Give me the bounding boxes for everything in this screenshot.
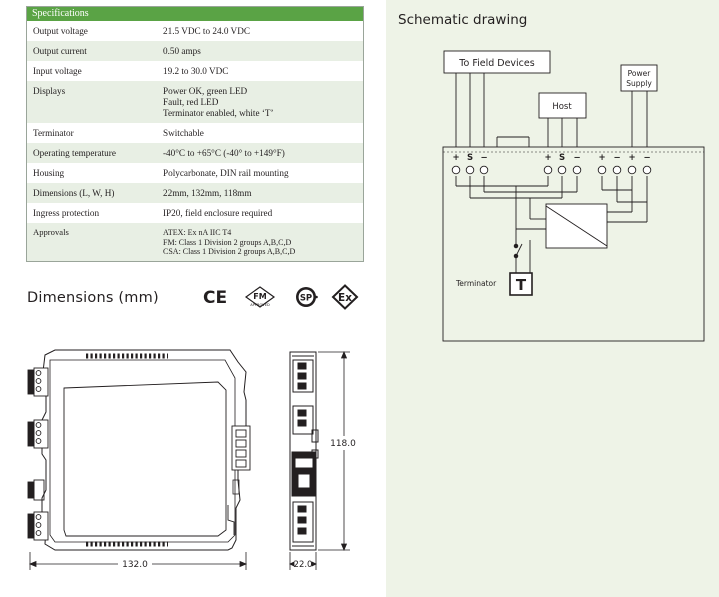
spec-value: 21.5 VDC to 24.0 VDC bbox=[163, 26, 250, 36]
width-dimension-line bbox=[28, 552, 248, 570]
schematic-enclosure bbox=[442, 146, 705, 342]
spec-row: Output voltage 21.5 VDC to 24.0 VDC bbox=[27, 21, 363, 41]
isolator-symbol bbox=[545, 203, 608, 249]
terminal-screw-icon bbox=[612, 165, 622, 175]
fm-approved-icon: FM APPROVED bbox=[243, 286, 277, 308]
terminal-screw-icon bbox=[597, 165, 607, 175]
spec-row: Operating temperature -40°C to +65°C (-40… bbox=[27, 143, 363, 163]
spec-row: Output current 0.50 amps bbox=[27, 41, 363, 61]
left-terminal-block-bottom bbox=[27, 511, 49, 541]
terminal-label: S bbox=[467, 153, 473, 163]
spec-value: 0.50 amps bbox=[163, 46, 201, 56]
terminal-label: + bbox=[598, 153, 605, 163]
end-view-terminals-top bbox=[292, 359, 314, 435]
spec-value: IP20, field enclosure required bbox=[163, 208, 273, 218]
left-terminal-block-middle bbox=[27, 419, 49, 449]
left-small-connector bbox=[27, 479, 45, 501]
terminal-screw-icon bbox=[642, 165, 652, 175]
spec-row: Terminator Switchable bbox=[27, 123, 363, 143]
spec-label: Dimensions (L, W, H) bbox=[33, 188, 115, 198]
terminal-label: − bbox=[643, 153, 650, 163]
terminator-label: Terminator bbox=[455, 279, 497, 288]
csa-mark-icon: SP bbox=[295, 286, 319, 308]
schematic-drawing: To Field Devices Host Power Supply bbox=[442, 50, 705, 342]
terminal-screw-icon bbox=[451, 165, 461, 175]
spec-row: Input voltage 19.2 to 30.0 VDC bbox=[27, 61, 363, 81]
spec-label: Approvals bbox=[33, 227, 69, 237]
module-side-outline bbox=[41, 349, 247, 551]
spec-value: Polycarbonate, DIN rail mounting bbox=[163, 168, 289, 178]
terminal-screw-icon bbox=[627, 165, 637, 175]
ce-mark-icon: CE bbox=[203, 286, 229, 308]
terminal-label: − bbox=[573, 153, 580, 163]
dimensions-drawing: 132.0 bbox=[27, 349, 356, 570]
end-view-terminals-bottom bbox=[292, 501, 314, 543]
terminal-label: + bbox=[628, 153, 635, 163]
ex-mark-icon: Ex bbox=[330, 284, 360, 310]
spec-value: ATEX: Ex nA IIC T4 FM: Class 1 Division … bbox=[163, 228, 296, 256]
schematic-title: Schematic drawing bbox=[398, 12, 528, 28]
terminal-screw-icon bbox=[479, 165, 489, 175]
spec-row: Housing Polycarbonate, DIN rail mounting bbox=[27, 163, 363, 183]
field-devices-label: To Field Devices bbox=[458, 58, 534, 69]
spec-label: Housing bbox=[33, 168, 65, 178]
spec-value: -40°C to +65°C (-40° to +149°F) bbox=[163, 148, 285, 158]
depth-dimension-label: 22.0 bbox=[294, 560, 313, 570]
spec-row: Ingress protection IP20, field enclosure … bbox=[27, 203, 363, 223]
terminator-box-icon bbox=[509, 272, 533, 296]
height-dimension-label: 118.0 bbox=[330, 439, 356, 449]
width-dimension-label: 132.0 bbox=[122, 560, 148, 570]
csa-text: SP bbox=[300, 294, 312, 304]
fm-text: FM bbox=[253, 292, 266, 301]
power-supply-box bbox=[620, 64, 658, 92]
spec-row: Dimensions (L, W, H) 22mm, 132mm, 118mm bbox=[27, 183, 363, 203]
spec-label: Output voltage bbox=[33, 26, 88, 36]
right-connector bbox=[231, 425, 251, 471]
spec-label: Displays bbox=[33, 86, 66, 96]
host-label: Host bbox=[552, 102, 572, 112]
specifications-table: Specifications Output voltage 21.5 VDC to… bbox=[26, 6, 364, 262]
field-devices-box bbox=[443, 50, 551, 74]
ce-mark-text: CE bbox=[203, 288, 227, 307]
fm-sub-text: APPROVED bbox=[250, 303, 270, 307]
terminal-screw-icon bbox=[465, 165, 475, 175]
depth-dimension-line bbox=[289, 552, 317, 570]
terminal-label: + bbox=[452, 153, 459, 163]
spec-value: Power OK, green LED Fault, red LED Termi… bbox=[163, 86, 274, 118]
ex-text: Ex bbox=[338, 292, 352, 304]
module-end-view bbox=[289, 351, 319, 551]
specifications-header: Specifications bbox=[27, 7, 363, 21]
left-terminal-block-top bbox=[27, 367, 49, 397]
terminator-symbol: T bbox=[516, 276, 527, 294]
host-box bbox=[538, 92, 587, 119]
spec-label: Terminator bbox=[33, 128, 74, 138]
terminal-label: − bbox=[480, 153, 487, 163]
spec-value: 22mm, 132mm, 118mm bbox=[163, 188, 252, 198]
spec-row: Displays Power OK, green LED Fault, red L… bbox=[27, 81, 363, 123]
terminal-labels: +S−+S−+−+− bbox=[451, 153, 652, 175]
height-dimension-line bbox=[318, 350, 350, 552]
terminal-screw-icon bbox=[557, 165, 567, 175]
spec-label: Input voltage bbox=[33, 66, 82, 76]
module-face bbox=[63, 381, 227, 537]
terminal-screw-icon bbox=[572, 165, 582, 175]
spec-row: Approvals ATEX: Ex nA IIC T4 FM: Class 1 … bbox=[27, 223, 363, 261]
spec-label: Output current bbox=[33, 46, 87, 56]
power-supply-label-1: Power bbox=[628, 69, 652, 78]
dimensions-title: Dimensions (mm) bbox=[27, 290, 159, 306]
spec-value: 19.2 to 30.0 VDC bbox=[163, 66, 229, 76]
terminal-label: − bbox=[613, 153, 620, 163]
terminal-label: S bbox=[559, 153, 565, 163]
spec-label: Operating temperature bbox=[33, 148, 116, 158]
terminal-label: + bbox=[544, 153, 551, 163]
terminator-switch bbox=[513, 243, 523, 259]
schematic-wiring bbox=[455, 73, 648, 278]
spec-label: Ingress protection bbox=[33, 208, 100, 218]
spec-value: Switchable bbox=[163, 128, 204, 138]
terminal-screw-icon bbox=[543, 165, 553, 175]
power-supply-label-2: Supply bbox=[626, 79, 652, 88]
